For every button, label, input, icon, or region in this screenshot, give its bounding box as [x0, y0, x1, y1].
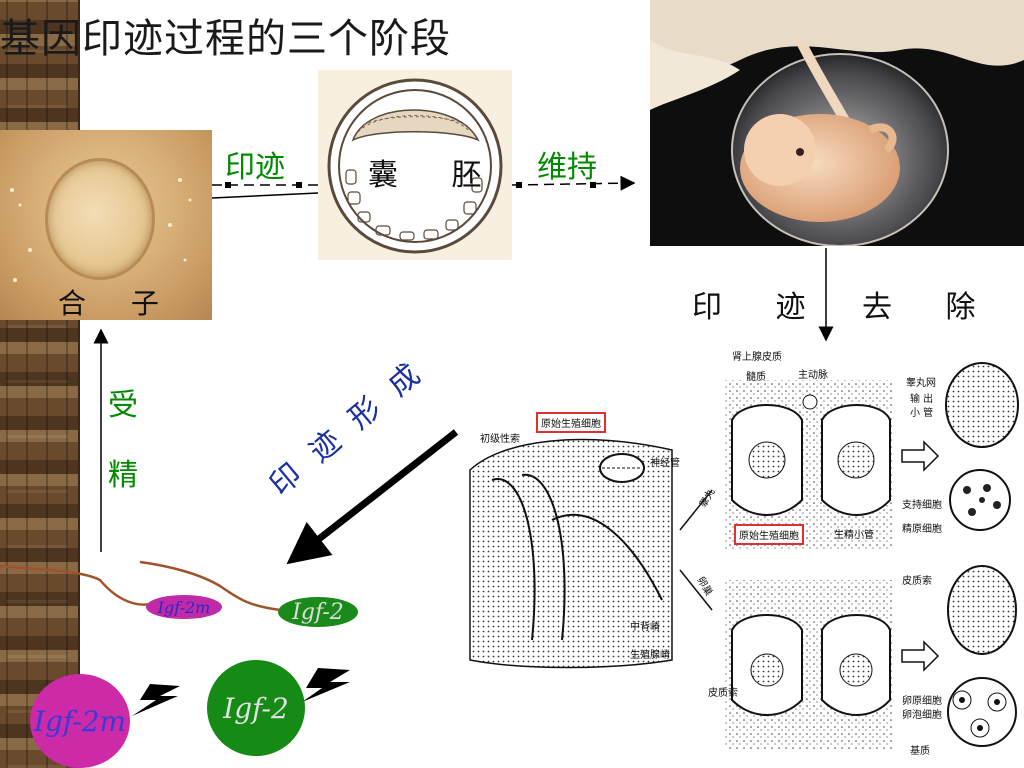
zygote-blasto-solid-line [211, 192, 319, 199]
chromosome-line [139, 560, 281, 612]
maintain-label: 维持 [537, 150, 597, 185]
erase-label-remove: 去 除 [862, 290, 998, 325]
label-sertoli-cell: 支持细胞 [902, 500, 942, 511]
label-primordial-germ-cell-mid: 原始生殖细胞 [734, 524, 804, 545]
gene-igf2-small: Igf-2 [278, 597, 358, 627]
label-cortical-cord-left: 皮质索 [708, 688, 738, 699]
gene-igf2m-small: Igf-2m [146, 595, 222, 619]
fertilize-label-2: 精 [108, 458, 138, 493]
imprint-label: 印迹 [225, 150, 285, 185]
label-medulla: 髓质 [746, 372, 766, 383]
fetus-drawing [650, 0, 1024, 246]
page-title: 基因印迹过程的三个阶段 [0, 16, 451, 62]
blastocyst-drawing [327, 78, 503, 254]
label-seminiferous-tubule: 生精小管 [834, 530, 874, 541]
gene-igf2m-big: Igf-2m [30, 674, 130, 768]
label-neural-tube: 神经管 [650, 458, 680, 469]
maintain-dashed-line [511, 175, 636, 191]
label-aorta: 主动脉 [798, 370, 828, 381]
lightning-bolt-icon [302, 668, 350, 702]
label-cortical-cord-right: 皮质索 [902, 576, 932, 587]
label-primordial-germ-cell-top: 原始生殖细胞 [536, 412, 606, 433]
gene-igf2-big: Igf-2 [207, 660, 305, 756]
label-primary-sex-cord: 初级性索 [480, 434, 520, 445]
fertilize-label-1: 受 [108, 388, 138, 423]
histology-drawing [469, 362, 1019, 750]
label-mesonephric-ridge: 中背嵴 [630, 622, 660, 633]
decorative-side-strip-texture [6, 0, 68, 768]
label-oogonium: 卵原细胞 [902, 696, 942, 707]
label-efferent-ductules-2: 小 管 [910, 408, 934, 419]
label-follicle-cell: 卵泡细胞 [902, 710, 942, 721]
marker-dot [225, 182, 231, 188]
gonad-development-histology: 初级性索 原始生殖细胞 神经管 中背嵴 生殖腺嵴 睾丸 卵巢 肾上腺皮质 髓质 … [462, 340, 1024, 768]
marker-dot [296, 182, 302, 188]
label-rete-testis: 睾丸网 [906, 378, 936, 389]
blastocyst-label: 囊 胚 [368, 158, 504, 193]
label-genital-ridge: 生殖腺嵴 [630, 650, 670, 661]
erase-label-imprint: 印 迹 [692, 290, 828, 325]
zygote-label: 合 子 [58, 287, 177, 320]
label-spermatogonium: 精原细胞 [902, 524, 942, 535]
label-efferent-ductules-1: 输 出 [910, 394, 934, 405]
formation-arrow [286, 429, 459, 565]
decorative-side-strip [0, 0, 80, 768]
chromosome-line [0, 564, 151, 606]
blastocyst-illustration [318, 70, 512, 260]
label-stroma: 基质 [910, 746, 930, 757]
label-adrenal-cortex: 肾上腺皮质 [732, 352, 782, 363]
marker-dot [590, 182, 596, 188]
lightning-bolt-icon [132, 684, 180, 716]
zygote-cell [45, 158, 155, 280]
marker-dot [516, 182, 522, 188]
zygote-speckles [10, 178, 192, 282]
fetus-photo [650, 0, 1024, 246]
